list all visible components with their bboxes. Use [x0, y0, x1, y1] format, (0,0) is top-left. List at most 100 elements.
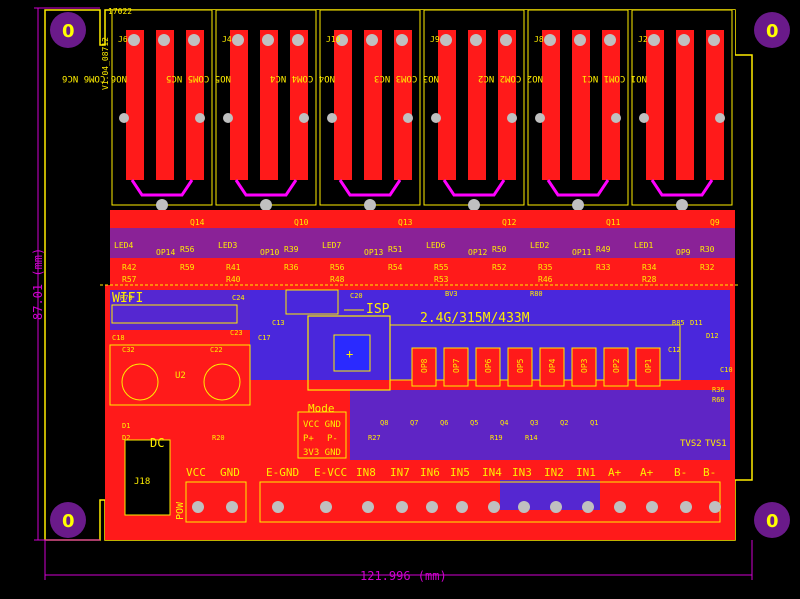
relay-pad	[403, 113, 413, 123]
relay-pad	[470, 34, 482, 46]
relay-r3-label: R56	[180, 245, 195, 254]
u2-label: U2	[175, 371, 186, 381]
relay-pad	[572, 199, 584, 211]
relay-r3-label: R30	[700, 245, 715, 254]
relay-pad	[188, 34, 200, 46]
component-ref: C20	[350, 292, 363, 300]
tvs2-label: TVS2	[680, 439, 702, 449]
relay-pad	[364, 199, 376, 211]
relay-trace	[438, 30, 456, 180]
isp-header	[285, 289, 339, 315]
terminal-pad	[550, 501, 562, 513]
relay-led-label: LED1	[634, 241, 653, 250]
terminal-block	[259, 481, 721, 523]
relay-r4-label: R59	[180, 263, 195, 272]
relay-led-label: LED3	[218, 241, 237, 250]
relay-q-label: Q9	[710, 218, 720, 227]
relay-q-label: Q14	[190, 218, 205, 227]
terminal-label: A+	[640, 466, 654, 479]
terminal-label: A+	[608, 466, 622, 479]
relay-r1-label: R35	[538, 263, 553, 272]
terminal-label: IN5	[450, 466, 470, 479]
relay-pad	[327, 113, 337, 123]
terminal-pad	[226, 501, 238, 513]
svg-text:0: 0	[766, 21, 779, 42]
relay-r3-label: R51	[388, 245, 403, 254]
opto-coupler: OP5	[507, 347, 533, 387]
component-ref: C32	[122, 346, 135, 354]
relay-ref: J9	[430, 35, 440, 44]
terminal-pad	[582, 501, 594, 513]
terminal-pad	[272, 501, 284, 513]
component-ref: Q3	[530, 419, 538, 427]
component-ref: D11	[690, 319, 703, 327]
mount-hole-bottom-left: 0	[50, 502, 86, 538]
relay-trace	[468, 30, 486, 180]
mount-hole-top-left: 0	[50, 12, 86, 48]
terminal-label: IN6	[420, 466, 440, 479]
relay-pad	[708, 34, 720, 46]
component-ref: R36	[712, 386, 725, 394]
relay-pad	[299, 113, 309, 123]
relay-pad	[232, 34, 244, 46]
relay-pad	[639, 113, 649, 123]
component-ref: Q4	[500, 419, 508, 427]
dc-jack	[124, 439, 171, 516]
svg-text:0: 0	[62, 511, 75, 532]
capacitor-2	[203, 363, 241, 401]
terminal-label: IN3	[512, 466, 532, 479]
svg-text:OP2: OP2	[612, 358, 621, 373]
component-ref: D1	[122, 422, 130, 430]
svg-text:OP4: OP4	[548, 358, 557, 373]
relay-pad	[128, 34, 140, 46]
component-ref: R60	[712, 396, 725, 404]
relay-ref: J2	[638, 35, 648, 44]
relay-pad	[604, 34, 616, 46]
component-ref: C17	[258, 334, 271, 342]
relay-trace	[676, 30, 694, 180]
terminal-label: E-GND	[266, 466, 299, 479]
relay-trace	[260, 30, 278, 180]
dim-horizontal-label: 121.996 (mm)	[360, 569, 447, 583]
relay-r2-label: R40	[226, 275, 241, 284]
relay-trace	[646, 30, 664, 180]
tvs1-label: TVS1	[705, 439, 727, 449]
opto-coupler: OP4	[539, 347, 565, 387]
relay-q-label: Q13	[398, 218, 413, 227]
component-ref: R80	[530, 290, 543, 298]
dc-label: DC	[150, 436, 164, 450]
relay-r1-label: R34	[642, 263, 657, 272]
svg-text:OP3: OP3	[580, 358, 589, 373]
relay-pad	[223, 113, 233, 123]
terminal-pad	[456, 501, 468, 513]
svg-text:0: 0	[766, 511, 779, 532]
relay-led-label: LED2	[530, 241, 549, 250]
relay-coil-trace	[650, 179, 714, 197]
relay-pad	[262, 34, 274, 46]
relay-pad	[648, 34, 660, 46]
power-block	[109, 344, 251, 406]
svg-text:OP7: OP7	[452, 358, 461, 373]
relay-pad	[366, 34, 378, 46]
relay-contact-label: NO6 COM6 NC6	[62, 73, 127, 83]
relay-r2-label: R57	[122, 275, 137, 284]
j18-label: J18	[134, 477, 150, 487]
relay-trace	[542, 30, 560, 180]
relay-r1-label: R56	[330, 263, 345, 272]
component-ref: C22	[210, 346, 223, 354]
relay-trace	[602, 30, 620, 180]
rf-label: 2.4G/315M/433M	[420, 311, 530, 326]
relay-pad	[611, 113, 621, 123]
opto-coupler: OP6	[475, 347, 501, 387]
terminal-label: E-VCC	[314, 466, 347, 479]
relay-opto-label: OP13	[364, 248, 383, 257]
relay-trace	[334, 30, 352, 180]
dim-vertical-label: 87.01 (mm)	[31, 248, 45, 320]
relay-contact-label: NO5 COM5 NC5	[166, 73, 231, 83]
